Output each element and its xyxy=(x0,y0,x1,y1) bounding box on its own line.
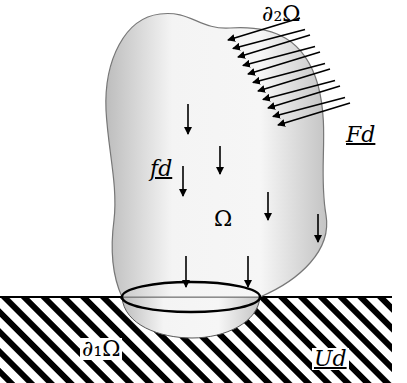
force-arrow xyxy=(219,146,221,174)
force-arrow xyxy=(182,166,184,196)
force-arrow xyxy=(258,69,330,91)
force-arrow xyxy=(247,256,249,287)
contact-ellipse xyxy=(122,282,260,312)
surface-force-arrows xyxy=(228,18,350,125)
force-arrow xyxy=(248,52,320,74)
force-arrow xyxy=(268,86,340,108)
force-arrow xyxy=(267,192,269,220)
displacement-label: Ud xyxy=(312,348,349,370)
boundary-label: ∂₁Ω xyxy=(80,338,122,360)
embedded-part xyxy=(122,297,260,338)
force-arrow xyxy=(317,214,319,242)
force-arrow xyxy=(238,35,310,57)
force-arrow xyxy=(187,104,189,134)
ground-hatch xyxy=(0,297,392,383)
body-force-label: fd xyxy=(150,158,172,180)
body-outline xyxy=(106,13,327,297)
force-arrow xyxy=(278,103,350,125)
surface-force-label: Fd xyxy=(346,124,375,146)
domain-label: Ω xyxy=(214,208,232,230)
force-arrow xyxy=(185,256,187,287)
boundary-label: ∂₂Ω xyxy=(262,3,300,25)
body-force-arrows xyxy=(183,104,318,287)
